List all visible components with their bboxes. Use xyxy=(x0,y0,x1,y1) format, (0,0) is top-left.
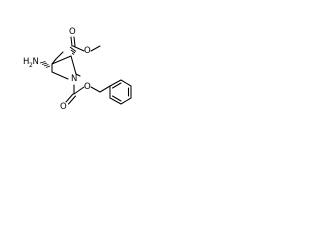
bond-ring-n-right xyxy=(75,73,81,77)
benzene-inner-bond-3 xyxy=(111,95,122,102)
bond-carbamate-c-o xyxy=(73,86,85,95)
amine-n-label: N xyxy=(33,57,39,67)
bond-o-ch2 xyxy=(90,86,101,93)
hashed-wedge-ester xyxy=(69,46,77,55)
bond-ring-ca-cb xyxy=(55,51,64,60)
bond-ch2-phenyl xyxy=(99,85,111,93)
bond-ring-n-left xyxy=(51,71,69,80)
bond-carbamate-co-double-2 xyxy=(67,95,77,105)
amine-h-count: 2 xyxy=(29,62,33,69)
ester-carbonyl-o-label: O xyxy=(69,27,76,37)
bond-ester-c-o-single xyxy=(72,45,85,52)
chemical-structure: H 2 N N O O O O xyxy=(23,27,132,112)
benzene-inner-bond-1 xyxy=(111,82,122,89)
hashed-wedge-amine xyxy=(39,61,51,68)
bond-ester-c-o-double-2 xyxy=(73,36,76,47)
amine-h-label: H xyxy=(23,57,29,67)
bond-ester-c-o-double-1 xyxy=(70,36,73,47)
bond-ring-top xyxy=(51,55,72,65)
bond-carbamate-co-double-1 xyxy=(65,93,74,103)
ring-n-label: N xyxy=(71,74,77,84)
benzene-ring xyxy=(109,79,132,105)
bond-ring-right-upper xyxy=(70,55,77,75)
ester-ether-o-label: O xyxy=(84,46,91,56)
carbamate-carbonyl-o-label: O xyxy=(60,102,67,112)
bond-ester-o-methyl xyxy=(90,45,101,52)
carbamate-ether-o-label: O xyxy=(84,82,91,92)
